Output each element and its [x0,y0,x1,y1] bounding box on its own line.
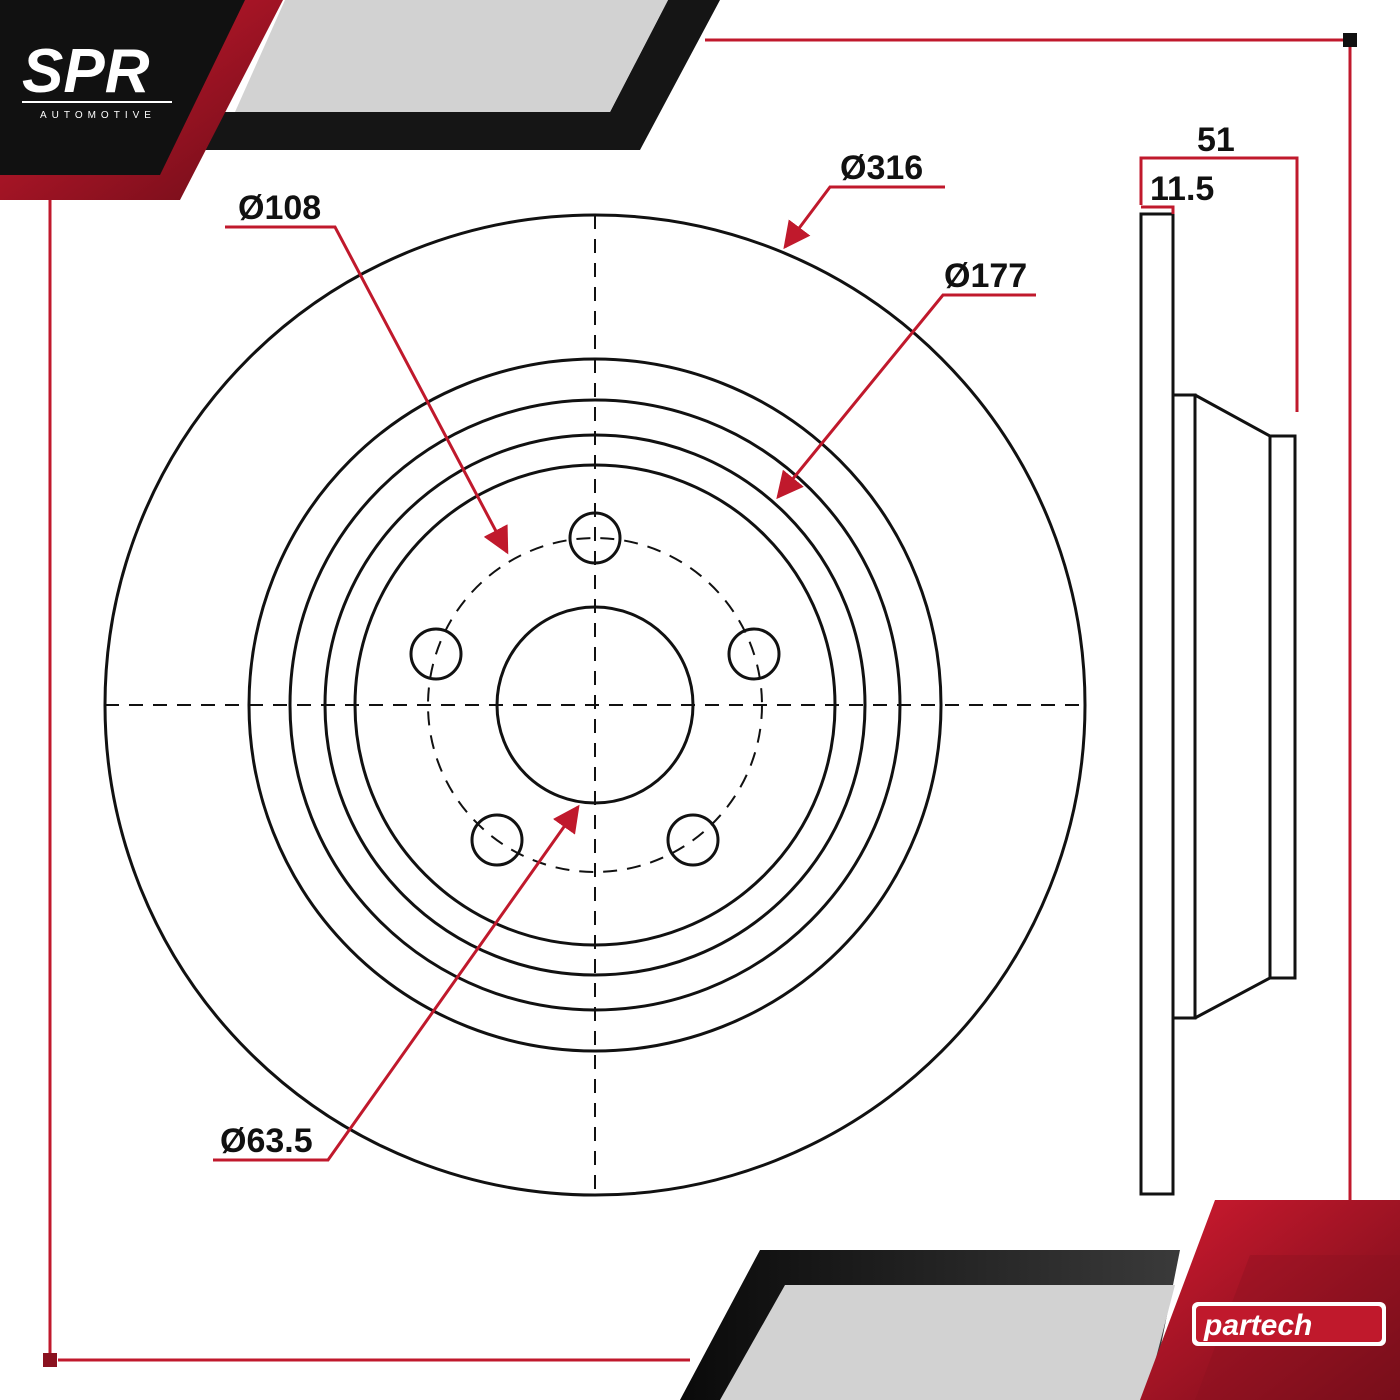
hat-taper-profile [1194,393,1272,1020]
red-frame [48,38,1352,1362]
spr-logo-subtext: AUTOMOTIVE [40,110,156,121]
partech-logo-text: partech [1203,1309,1312,1342]
thickness-dim-line [1141,205,1175,214]
hat-diameter-leader [776,293,1036,500]
rotor-side-view [1139,212,1297,1196]
frame-corner-marker [1343,33,1357,47]
center-bore-leader [213,804,580,1162]
bottom-banner [680,1200,1400,1400]
outer-diameter-leader [783,185,945,250]
center-lines [105,215,1085,1195]
thickness-label: 11.5 [1150,170,1214,208]
total-height-dim-line [1139,156,1299,412]
bolt-circle-leader [225,225,509,555]
partech-logo: partech [1192,1302,1386,1346]
total-height-label: 51 [1197,121,1235,159]
frame-corner-marker [43,1353,57,1367]
top-banner [0,0,720,200]
spr-logo: SPR AUTOMOTIVE [22,37,172,121]
hat-diameter-label: Ø177 [944,257,1027,295]
spr-logo-text: SPR [22,37,150,106]
hat-face-profile [1268,434,1297,980]
center-bore-label: Ø63.5 [220,1122,313,1160]
dimension-leaders [213,156,1299,1162]
hat-step-profile [1171,393,1197,1020]
friction-plate-profile [1139,212,1175,1196]
outer-diameter-label: Ø316 [840,149,923,187]
bolt-circle-label: Ø108 [238,189,321,227]
